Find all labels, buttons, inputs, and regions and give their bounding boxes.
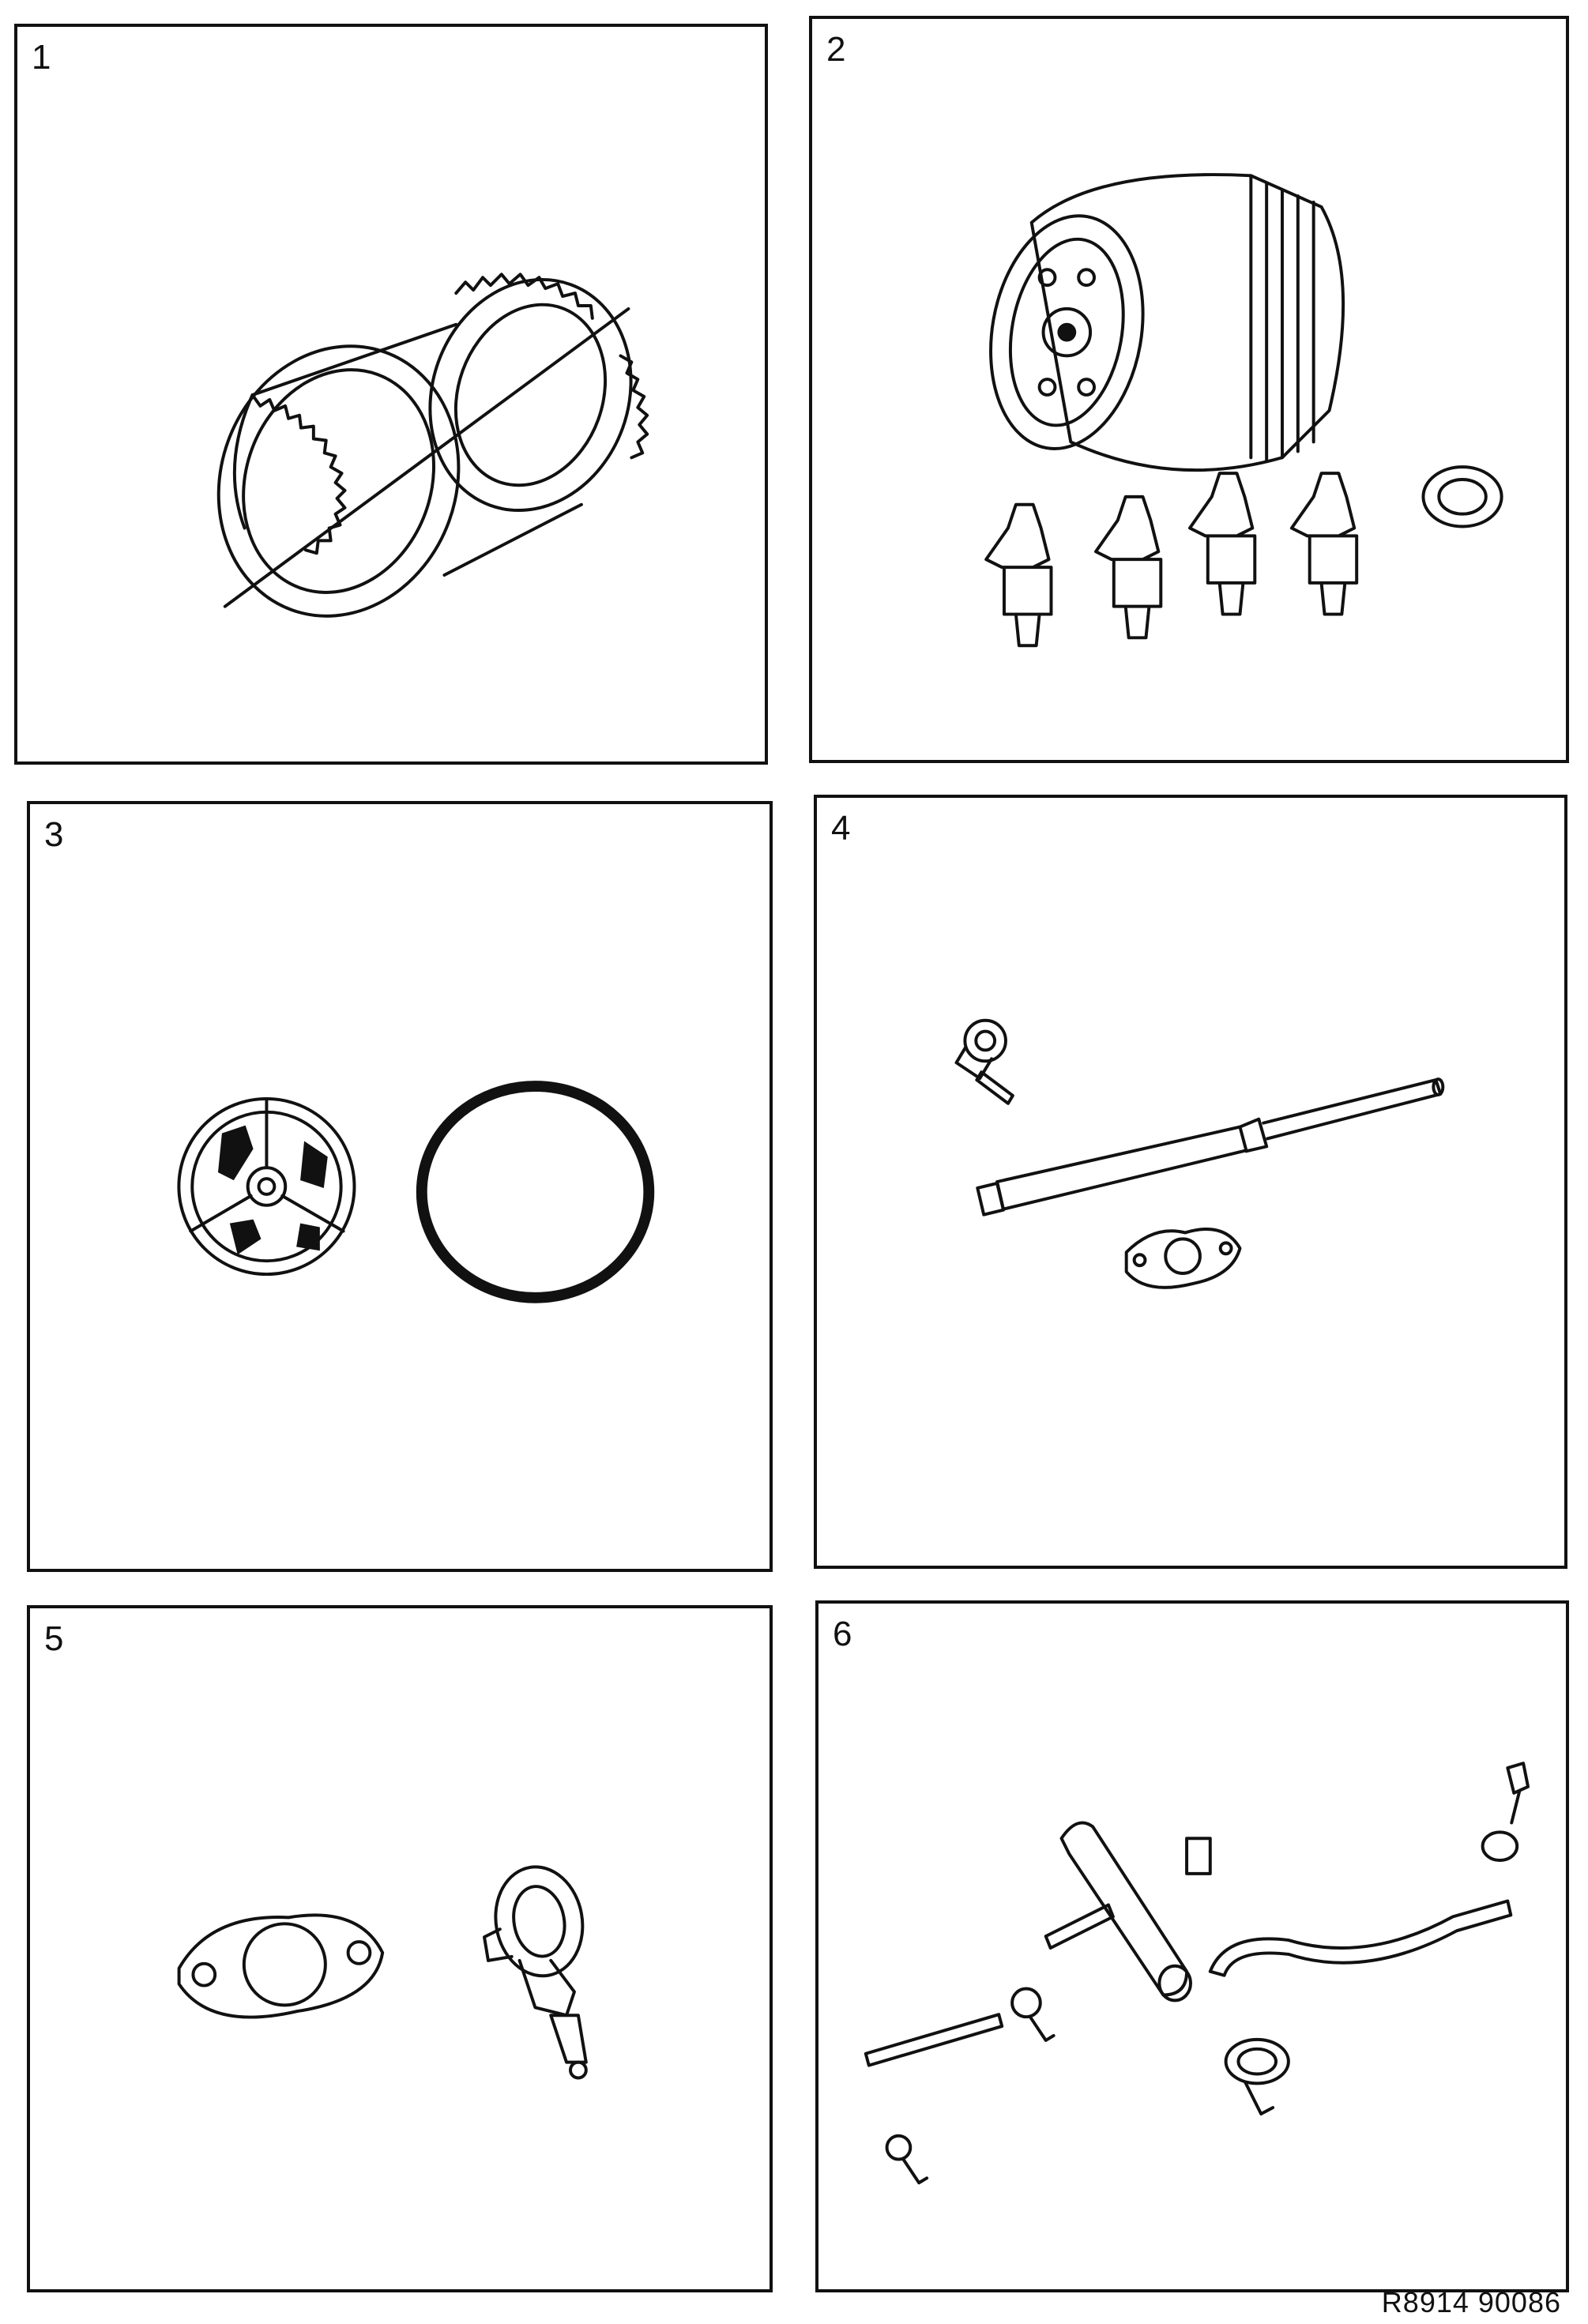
panel-4: 4 xyxy=(814,795,1567,1569)
gear-ring-icon xyxy=(216,273,649,618)
panel-3: 3 xyxy=(27,801,773,1572)
panel-number: 5 xyxy=(44,1619,64,1658)
panel-number: 6 xyxy=(833,1615,852,1653)
panel-5: 5 xyxy=(27,1605,773,2292)
exhaust-pipe-icon xyxy=(954,1018,1445,1289)
exhaust-system-icon xyxy=(864,1762,1530,2185)
gasket-clamp-icon xyxy=(177,1865,588,2080)
oil-filter-spark-plugs-icon xyxy=(984,173,1503,648)
panel-1: 1 xyxy=(14,24,768,765)
figure-reference-code: R8914 90086 xyxy=(1381,2286,1561,2318)
panel-number: 3 xyxy=(44,815,64,854)
panel-number: 1 xyxy=(32,38,51,77)
panel-6: 6 xyxy=(815,1600,1569,2292)
thermostat-seal-icon xyxy=(177,1081,655,1303)
panel-number: 4 xyxy=(831,809,851,848)
panel-2: 2 xyxy=(809,16,1569,763)
panel-number: 2 xyxy=(826,30,846,69)
